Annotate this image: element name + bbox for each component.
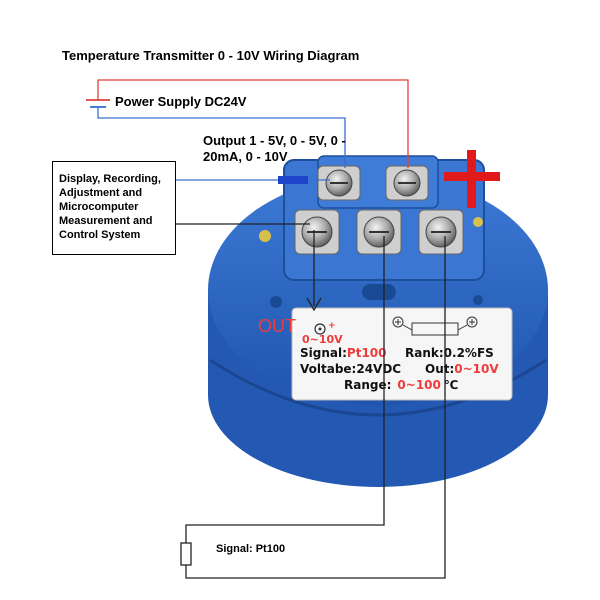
resistor-symbol [180, 542, 192, 566]
output-blue-marker [278, 176, 308, 184]
screw-bottom-right [418, 209, 464, 255]
out-mark-text: OUT [258, 316, 296, 336]
output-label: Output 1 - 5V, 0 - 5V, 0 - 20mA, 0 - 10V [203, 133, 346, 164]
output-wiring [176, 176, 330, 312]
range-value: 0~100 [397, 378, 440, 392]
device-label-sticker: + 0~10V Signal:Pt100 Rank:0.2%FS Voltabe… [291, 307, 513, 401]
out-range-text: 0~10V [302, 333, 343, 346]
power-supply-label: Power Supply DC24V [115, 94, 247, 109]
screw-bottom-middle [356, 209, 402, 255]
blue-wire [97, 113, 346, 168]
screw-top-right [385, 165, 429, 201]
down-arrow-icon [306, 297, 322, 312]
display-system-label: Display, Recording, Adjustment and Micro… [59, 173, 161, 241]
signal-label: Signal: Pt100 [216, 543, 286, 555]
svg-text:Out:0~10V: Out:0~10V [425, 362, 499, 376]
out-value: 0~10V [454, 362, 499, 376]
power-supply-wiring [86, 79, 409, 168]
range-unit: ℃ [444, 378, 459, 392]
plus-icon [444, 150, 500, 208]
display-system-box: Display, Recording, Adjustment and Micro… [52, 161, 176, 255]
signal-prefix: Signal: [300, 346, 347, 360]
screw-top-left [317, 165, 361, 201]
range-prefix: Range: [344, 378, 391, 392]
diagram-title: Temperature Transmitter 0 - 10V Wiring D… [62, 48, 360, 63]
red-wire [97, 79, 409, 168]
svg-text:Voltabe:24VDC: Voltabe:24VDC [300, 362, 401, 376]
signal-value: Pt100 [347, 346, 387, 360]
voltage-text: Voltabe:24VDC [300, 362, 401, 376]
svg-text:Signal:Pt100: Signal:Pt100 [300, 346, 387, 360]
signal-wiring [180, 236, 446, 579]
svg-text:+: + [328, 321, 336, 331]
rank-text: Rank:0.2%FS [405, 346, 494, 360]
svg-text:Range:0~100℃: Range: 0~100 ℃ [344, 378, 458, 392]
out-prefix: Out: [425, 362, 454, 376]
screw-bottom-left [294, 209, 340, 255]
